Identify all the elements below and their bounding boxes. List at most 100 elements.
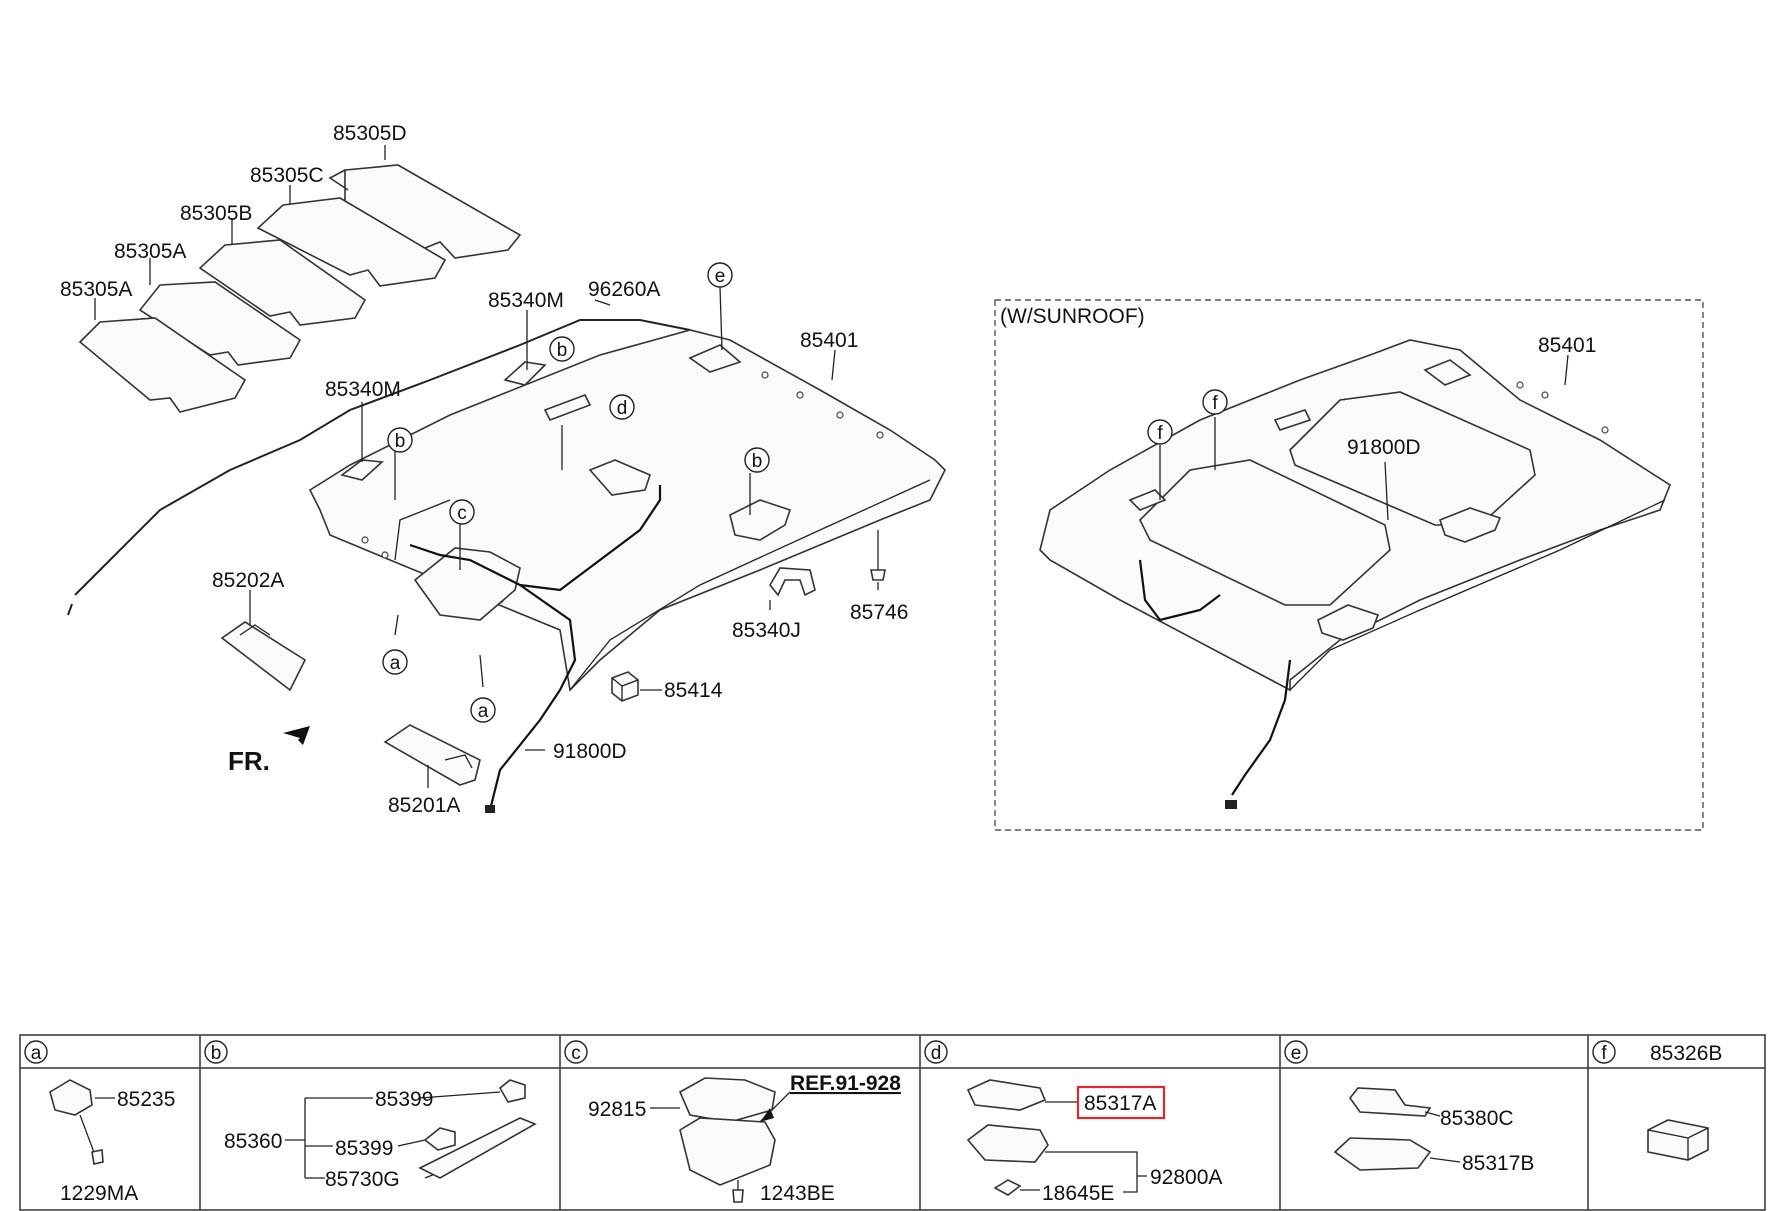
legend-table: a b c d e f 85326B 85235 — [19, 1034, 1766, 1211]
callout-b-2: b — [387, 427, 413, 453]
label-85305D: 85305D — [333, 122, 407, 145]
legend-cell-f — [1647, 1119, 1709, 1161]
svg-text:e: e — [715, 266, 726, 287]
label-85202A: 85202A — [212, 569, 284, 592]
svg-text:f: f — [1601, 1043, 1607, 1064]
label-18645E: 18645E — [1042, 1182, 1114, 1205]
front-label: FR. — [228, 746, 270, 776]
label-92815: 92815 — [588, 1098, 646, 1121]
wiring-96260A[interactable] — [74, 319, 691, 596]
screw-1243BE[interactable] — [732, 1189, 744, 1203]
grip-pad-b-right — [729, 499, 792, 541]
label-85380C: 85380C — [1440, 1107, 1514, 1130]
legend-cell-a: 85235 1229MA — [49, 1079, 175, 1205]
svg-text:b: b — [395, 431, 406, 452]
label-96260A: 96260A — [588, 278, 660, 301]
legend-header-f: f 85326B — [1592, 1040, 1722, 1065]
label-85201A: 85201A — [388, 794, 460, 817]
clip-85326B[interactable] — [1647, 1119, 1709, 1161]
svg-text:c: c — [571, 1043, 581, 1064]
ref-91-928[interactable]: REF.91-928 — [790, 1072, 901, 1095]
label-85305A-1: 85305A — [114, 240, 186, 263]
sound-pad-85305B[interactable] — [198, 239, 367, 326]
callout-e: e — [707, 262, 733, 288]
bulb-18645E[interactable] — [993, 1179, 1022, 1196]
label-85414: 85414 — [664, 679, 723, 702]
svg-text:b: b — [557, 340, 568, 361]
highlight-85317A — [1076, 1085, 1166, 1120]
label-85360: 85360 — [224, 1130, 282, 1153]
svg-text:d: d — [931, 1043, 942, 1064]
callout-b-1: b — [549, 336, 575, 362]
svg-text:a: a — [478, 701, 489, 722]
overhead-console-cutout — [413, 547, 521, 621]
svg-text:f: f — [1212, 393, 1218, 414]
clip-85399-lower[interactable] — [423, 1127, 456, 1151]
label-91800D: 91800D — [553, 740, 627, 763]
lamp-cover-92815[interactable] — [678, 1077, 776, 1123]
main-view: e b b d b c a a 85305D — [60, 122, 946, 817]
sunroof-view-title: (W/SUNROOF) — [1000, 305, 1145, 328]
grip-85340M-upper[interactable] — [503, 361, 547, 386]
callout-a-2: a — [470, 697, 496, 723]
front-arrow-icon — [283, 726, 310, 748]
svg-text:f: f — [1157, 423, 1163, 444]
wiring-91800D-sunroof[interactable] — [1138, 559, 1292, 796]
overhead-console-housing[interactable] — [679, 1117, 776, 1186]
callout-f-2: f — [1202, 389, 1228, 415]
legend-cell-b: 85360 85399 85399 85730G — [224, 1079, 537, 1191]
sun-visor-85201A[interactable] — [383, 724, 481, 786]
legend-header-c: c — [564, 1040, 588, 1064]
grip-pad-b-top — [543, 393, 592, 422]
svg-text:b: b — [752, 451, 763, 472]
svg-text:c: c — [457, 503, 467, 524]
label-85305C: 85305C — [250, 164, 324, 187]
sound-pad-85305C[interactable] — [256, 197, 447, 287]
grip-85340M-lower[interactable] — [340, 459, 384, 481]
dome-lamp-92800A[interactable] — [966, 1124, 1049, 1163]
label-85305B: 85305B — [180, 202, 252, 225]
label-85746: 85746 — [850, 601, 908, 624]
callout-d: d — [609, 394, 635, 420]
screw-1229MA[interactable] — [91, 1149, 104, 1165]
sunroof-view-frame — [994, 299, 1704, 831]
label-85305A-2: 85305A — [60, 278, 132, 301]
legend-header-e: e — [1284, 1040, 1308, 1064]
headliner-85401[interactable] — [308, 329, 946, 692]
clip-85399-upper[interactable] — [498, 1079, 526, 1103]
strip-85730G[interactable] — [418, 1117, 537, 1179]
label-85340J: 85340J — [732, 619, 801, 642]
cover-85380C[interactable] — [1348, 1087, 1432, 1117]
legend-header-a: a — [24, 1040, 48, 1064]
label-85399-2: 85399 — [335, 1137, 393, 1160]
grip-85340J[interactable] — [769, 567, 816, 597]
svg-text:b: b — [211, 1043, 222, 1064]
leader-lines — [94, 145, 879, 788]
clip-85414[interactable] — [611, 671, 639, 702]
legend-header-d: d — [924, 1040, 948, 1064]
label-85401-sunroof: 85401 — [1538, 334, 1596, 357]
headliner-85401-sunroof[interactable] — [1039, 339, 1671, 692]
wiring-91800D[interactable] — [409, 485, 662, 811]
label-85317B: 85317B — [1462, 1152, 1534, 1175]
lens-85317A[interactable] — [966, 1079, 1047, 1111]
callout-a-1: a — [382, 649, 408, 675]
label-85401: 85401 — [800, 329, 858, 352]
bracket-85235[interactable] — [49, 1079, 93, 1116]
bolt-85746[interactable] — [870, 530, 886, 581]
label-85317A: 85317A — [1084, 1092, 1156, 1115]
sound-pad-85305A-2[interactable] — [78, 317, 247, 413]
callout-b-3: b — [744, 447, 770, 473]
svg-text:a: a — [31, 1043, 42, 1064]
label-91800D-sunroof: 91800D — [1347, 436, 1421, 459]
lamp-85317B[interactable] — [1333, 1137, 1432, 1171]
dome-lamp-area — [588, 459, 651, 496]
label-1243BE: 1243BE — [760, 1182, 835, 1205]
svg-text:d: d — [617, 398, 628, 419]
svg-text:e: e — [1291, 1043, 1302, 1064]
svg-text:a: a — [390, 653, 401, 674]
legend-cell-d: 85317A 92800A 18645E — [966, 1079, 1222, 1205]
sun-visor-85202A[interactable] — [220, 621, 307, 692]
legend-cell-e: 85380C 85317B — [1333, 1087, 1534, 1175]
